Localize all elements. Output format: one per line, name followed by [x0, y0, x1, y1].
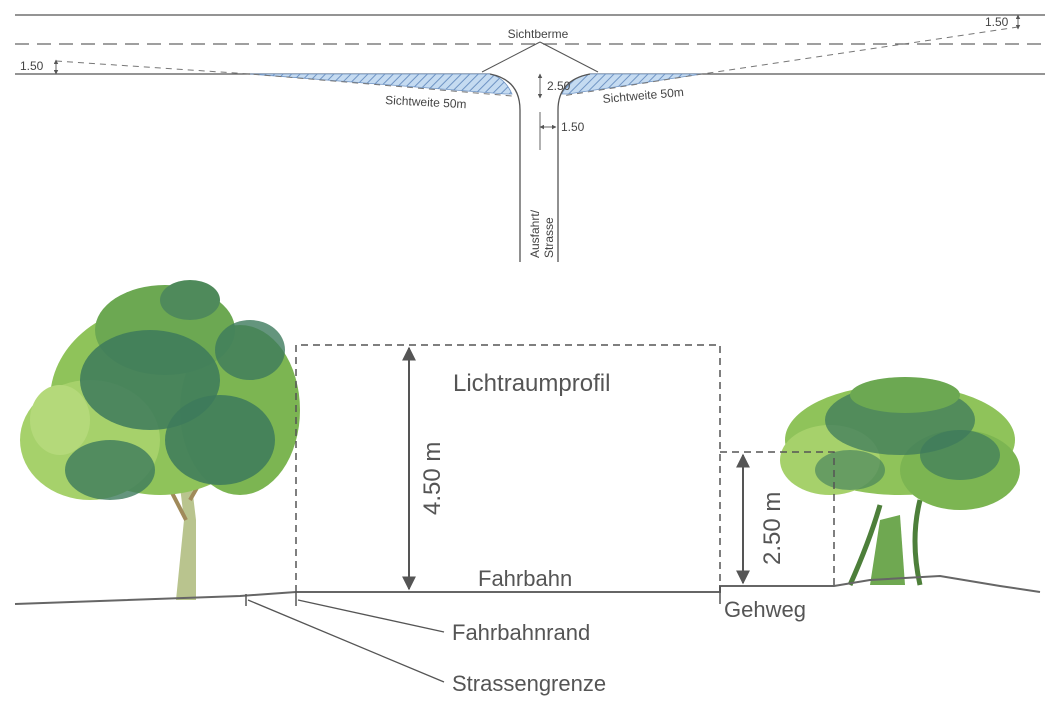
sight-line-right [561, 26, 1019, 97]
right-bush-illustration [780, 377, 1020, 587]
height-road-label: 4.50 m [419, 442, 446, 515]
height-walkway-label: 2.50 m [759, 492, 786, 565]
dim-250-label: 2.50 [547, 79, 571, 93]
dim-150-right-label: 1.50 [985, 15, 1009, 29]
ground-line [14, 574, 1041, 605]
sichtberme-label: Sichtberme [508, 27, 569, 41]
lichtraumprofil-label: Lichtraumprofil [453, 370, 610, 397]
lichtraumprofil-outline [295, 344, 721, 592]
sichtweite-left-label: Sichtweite 50m [385, 93, 467, 111]
sichtberme-leader-right [539, 41, 599, 73]
dim-150-left-label: 1.50 [20, 59, 44, 73]
dim-150-bottom-label: 1.50 [561, 120, 585, 134]
fahrbahnrand-label: Fahrbahnrand [452, 620, 590, 645]
left-tree-canopy [20, 280, 300, 500]
fahrbahnrand-leader [297, 599, 445, 633]
section-view: Lichtraumprofil 4.50 m 2.50 m Fahrbahn G… [14, 280, 1041, 696]
road-label: Ausfahrt/ Strasse [528, 209, 556, 258]
access-road-left-edge [489, 73, 521, 262]
access-road-right-edge [557, 73, 591, 262]
gehweg-clearance-outline [720, 451, 835, 586]
left-tree-illustration [20, 280, 300, 600]
plan-view: Sichtberme Sichtweite 50m Sichtweite 50m… [15, 14, 1045, 262]
strassengrenze-label: Strassengrenze [452, 671, 606, 696]
strassengrenze-leader [247, 599, 445, 683]
sichtberme-leader-left [481, 41, 541, 73]
road-label-line1: Ausfahrt/ [528, 209, 542, 258]
fahrbahn-label: Fahrbahn [478, 566, 572, 591]
road-label-line2: Strasse [542, 217, 556, 258]
gehweg-label: Gehweg [724, 597, 806, 622]
